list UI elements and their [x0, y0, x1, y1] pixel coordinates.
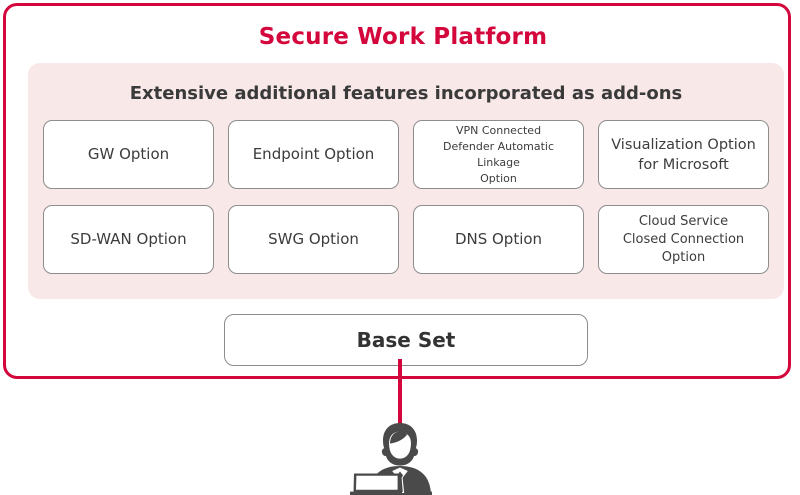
- addon-option-swg[interactable]: SWG Option: [228, 205, 399, 274]
- addon-option-dns[interactable]: DNS Option: [413, 205, 584, 274]
- base-set-box[interactable]: Base Set: [224, 314, 588, 366]
- person-with-laptop-icon: [340, 418, 460, 495]
- page-title: Secure Work Platform: [258, 24, 548, 50]
- addon-option-gw[interactable]: GW Option: [43, 120, 214, 189]
- addons-panel: Extensive additional features incorporat…: [28, 63, 784, 299]
- addon-option-label: SWG Option: [268, 230, 359, 248]
- addon-option-sd-wan[interactable]: SD-WAN Option: [43, 205, 214, 274]
- addon-option-label: DNS Option: [454, 230, 543, 248]
- base-set-label: Base Set: [356, 328, 456, 352]
- addon-option-label: Endpoint Option: [252, 145, 375, 163]
- platform-frame: Secure Work Platform Extensive additiona…: [3, 3, 791, 379]
- base-set-to-user-connector: [398, 359, 402, 425]
- addons-heading: Extensive additional features incorporat…: [129, 83, 683, 104]
- addon-option-label: SD-WAN Option: [70, 230, 187, 248]
- addon-option-endpoint[interactable]: Endpoint Option: [228, 120, 399, 189]
- addon-option-label: GW Option: [87, 145, 170, 163]
